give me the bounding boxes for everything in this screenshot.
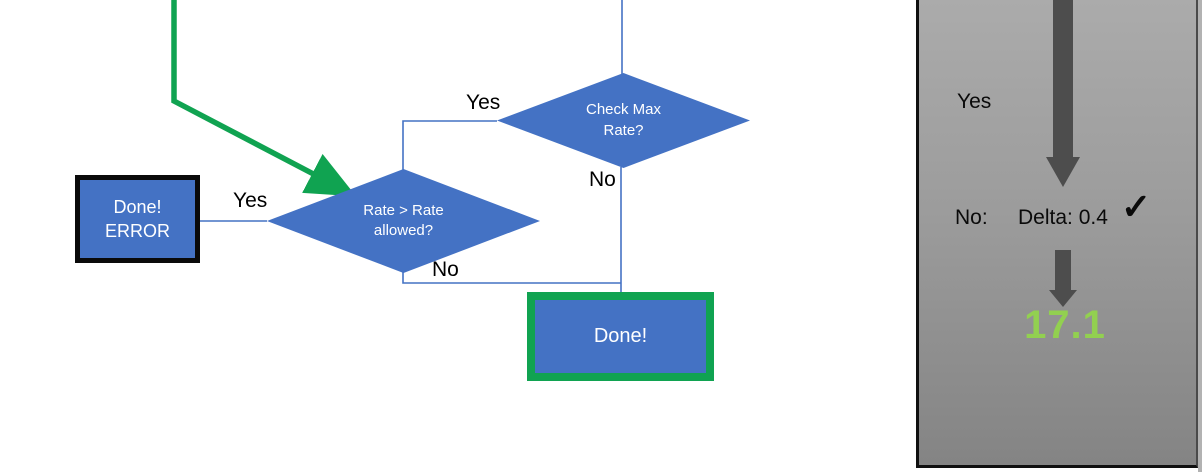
- connector-checkmax-yes-to-rate: [402, 120, 497, 170]
- checkmark-icon: ✓: [1121, 186, 1152, 227]
- edge-label-checkmax-no: No: [589, 168, 616, 191]
- panel-no-label: No:: [955, 206, 988, 229]
- result-value: 17.1: [1024, 303, 1106, 347]
- edge-label-rate-no: No: [432, 258, 459, 281]
- down-arrow-small-icon: [1049, 250, 1077, 307]
- right-edge-strip: [1198, 0, 1202, 472]
- green-path-arrow: [171, 0, 357, 197]
- edge-label-rate-yes: Yes: [233, 189, 268, 212]
- done-box-label: Done!: [593, 325, 648, 347]
- decision-rate-allowed: Rate > Rate allowed?: [267, 169, 540, 273]
- side-panel: Yes No: Delta: 0.4 ✓ 17.1: [916, 0, 1198, 468]
- edge-label-checkmax-yes: Yes: [466, 91, 501, 114]
- terminal-done-error-box: Done! ERROR: [75, 175, 200, 263]
- decision-check-max-rate-label: Check Max Rate?: [585, 101, 662, 139]
- decision-check-max-rate: Check Max Rate?: [497, 73, 750, 168]
- terminal-done-box: Done!: [527, 292, 714, 381]
- down-arrow-icon: [1046, 0, 1080, 187]
- done-error-line1: Done!: [113, 196, 162, 217]
- panel-delta-value: Delta: 0.4: [1018, 206, 1108, 229]
- done-error-line2: ERROR: [104, 221, 170, 241]
- panel-yes-label: Yes: [957, 90, 992, 113]
- decision-rate-allowed-label: Rate > Rate allowed?: [363, 201, 444, 239]
